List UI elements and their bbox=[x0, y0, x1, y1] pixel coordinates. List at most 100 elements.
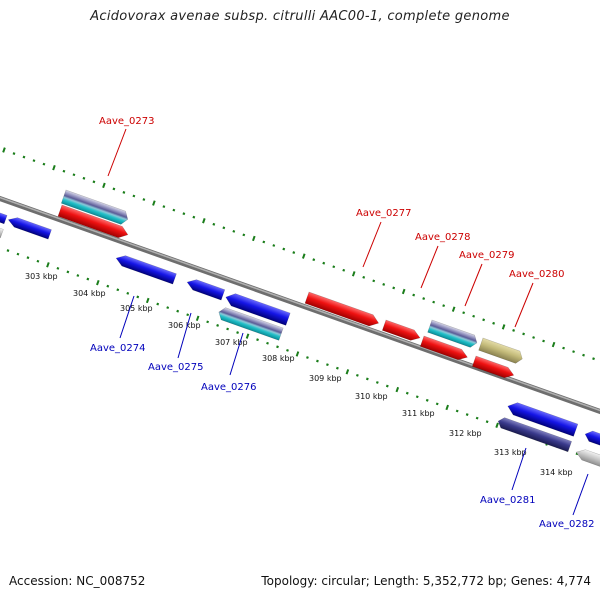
gene-aave-0276[interactable] bbox=[217, 306, 284, 341]
gene-label: Aave_0275 bbox=[148, 362, 204, 373]
minor-tick bbox=[62, 169, 66, 173]
minor-tick bbox=[226, 327, 230, 331]
kbp-label: 313 kbp bbox=[494, 448, 527, 457]
gene-label: Aave_0279 bbox=[459, 250, 515, 261]
major-tick bbox=[96, 279, 100, 286]
minor-tick bbox=[425, 398, 429, 402]
minor-tick bbox=[592, 357, 595, 361]
gene-feature[interactable] bbox=[583, 429, 600, 447]
minor-tick bbox=[6, 249, 10, 252]
gene-aave-0281[interactable] bbox=[506, 400, 579, 437]
minor-tick bbox=[212, 222, 216, 226]
minor-tick bbox=[206, 320, 210, 324]
genome-stats-text: Topology: circular; Length: 5,352,772 bp… bbox=[261, 574, 591, 588]
minor-tick bbox=[582, 353, 585, 357]
gene-aave-0274[interactable] bbox=[114, 253, 177, 285]
minor-tick bbox=[432, 300, 436, 304]
minor-tick bbox=[92, 180, 96, 184]
minor-tick bbox=[512, 329, 516, 332]
minor-tick bbox=[12, 152, 16, 155]
minor-tick bbox=[562, 346, 565, 350]
minor-tick bbox=[332, 265, 336, 269]
minor-tick bbox=[116, 288, 120, 292]
kbp-label: 312 kbp bbox=[449, 429, 482, 438]
gene-feature[interactable] bbox=[7, 215, 52, 240]
minor-tick bbox=[342, 268, 346, 272]
minor-tick bbox=[232, 229, 236, 233]
gene-label: Aave_0274 bbox=[90, 343, 146, 354]
backbone bbox=[0, 195, 600, 415]
major-tick bbox=[351, 271, 356, 277]
major-tick bbox=[202, 218, 206, 224]
minor-tick bbox=[385, 384, 389, 388]
gene-aave-0273[interactable] bbox=[57, 204, 130, 240]
minor-tick bbox=[572, 350, 575, 354]
gene-feature[interactable] bbox=[60, 189, 130, 226]
major-tick bbox=[345, 369, 350, 375]
minor-tick bbox=[382, 283, 386, 286]
minor-tick bbox=[306, 356, 309, 359]
minor-tick bbox=[272, 244, 276, 247]
minor-tick bbox=[522, 332, 526, 336]
gene-feature[interactable] bbox=[0, 226, 4, 239]
minor-tick bbox=[142, 198, 146, 201]
gene-aave-0280[interactable] bbox=[478, 337, 525, 365]
major-tick bbox=[495, 422, 499, 428]
minor-tick bbox=[136, 295, 140, 299]
minor-tick bbox=[322, 261, 326, 265]
major-tick bbox=[195, 315, 200, 321]
gene-feature[interactable] bbox=[0, 210, 8, 225]
minor-tick bbox=[312, 258, 316, 262]
major-tick bbox=[295, 351, 300, 357]
kbp-label: 310 kbp bbox=[355, 392, 388, 401]
minor-tick bbox=[106, 284, 110, 288]
major-tick bbox=[145, 297, 150, 304]
minor-tick bbox=[16, 252, 20, 256]
minor-tick bbox=[192, 215, 196, 219]
minor-tick bbox=[242, 233, 246, 237]
minor-tick bbox=[415, 395, 419, 399]
gene-aave-0279[interactable] bbox=[427, 319, 479, 349]
gene-aave-0282[interactable] bbox=[574, 447, 600, 468]
gene-label: Aave_0273 bbox=[99, 116, 155, 127]
gene-aave-0278[interactable] bbox=[382, 319, 421, 343]
minor-tick bbox=[422, 297, 426, 300]
minor-tick bbox=[76, 274, 80, 277]
kbp-label: 303 kbp bbox=[25, 272, 58, 281]
minor-tick bbox=[455, 409, 459, 413]
kbp-label: 307 kbp bbox=[215, 338, 248, 347]
minor-tick bbox=[365, 377, 369, 381]
minor-tick bbox=[335, 366, 339, 370]
major-tick bbox=[52, 164, 56, 171]
minor-tick bbox=[435, 402, 439, 406]
map-title: Acidovorax avenae subsp. citrulli AAC00-… bbox=[90, 9, 510, 24]
major-tick bbox=[2, 147, 6, 153]
minor-tick bbox=[482, 318, 486, 322]
major-tick bbox=[252, 235, 256, 242]
gene-label: Aave_0280 bbox=[509, 269, 565, 280]
minor-tick bbox=[282, 247, 286, 251]
gene-feature[interactable] bbox=[224, 291, 291, 326]
minor-tick bbox=[276, 345, 279, 349]
gene-label: Aave_0276 bbox=[201, 382, 257, 393]
minor-tick bbox=[176, 309, 180, 313]
gene-aave-0275[interactable] bbox=[185, 277, 226, 301]
minor-tick bbox=[182, 212, 186, 216]
gene-feature[interactable] bbox=[420, 335, 469, 362]
minor-tick bbox=[262, 240, 266, 244]
outer-tick-track bbox=[2, 147, 595, 361]
gene-feature[interactable] bbox=[472, 355, 515, 380]
minor-tick bbox=[442, 304, 446, 308]
minor-tick bbox=[172, 208, 176, 212]
minor-tick bbox=[32, 159, 36, 163]
major-tick bbox=[551, 341, 556, 348]
major-tick bbox=[445, 404, 449, 411]
minor-tick bbox=[256, 338, 259, 342]
gene-aave-0277[interactable] bbox=[304, 291, 381, 329]
minor-tick bbox=[42, 162, 46, 166]
major-tick bbox=[245, 333, 250, 339]
gene-feature[interactable] bbox=[496, 416, 572, 453]
major-tick bbox=[501, 324, 506, 330]
minor-tick bbox=[126, 291, 130, 295]
